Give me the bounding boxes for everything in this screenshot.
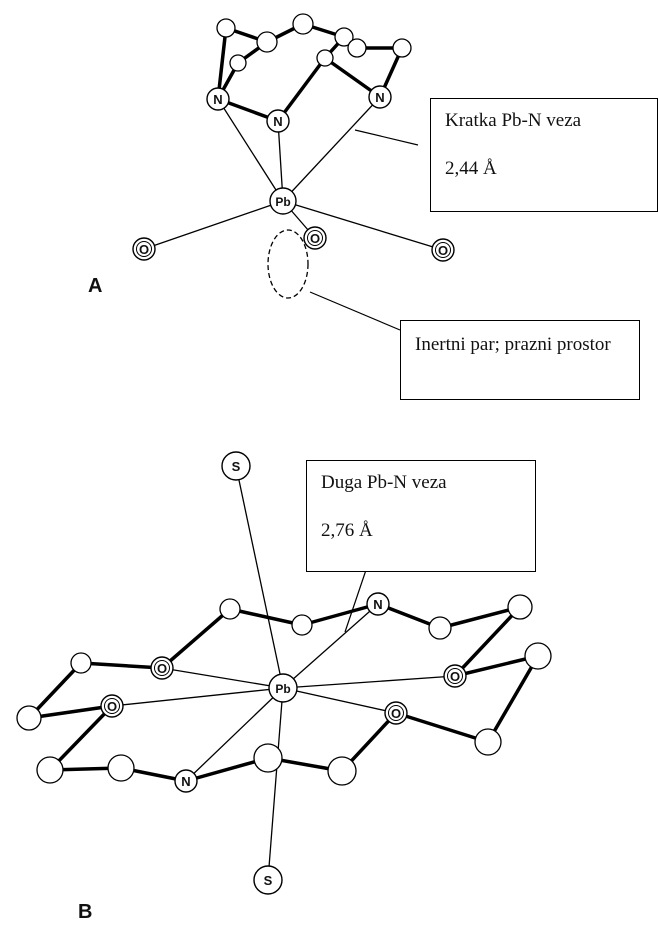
oxygen-atom: O xyxy=(100,694,124,718)
svg-text:N: N xyxy=(375,90,384,105)
svg-text:S: S xyxy=(264,873,273,888)
short-bond-callout: Kratka Pb-N veza 2,44 Å xyxy=(430,98,658,212)
svg-text:S: S xyxy=(232,459,241,474)
inert-pair-callout: Inertni par; prazni prostor xyxy=(400,320,640,400)
svg-text:N: N xyxy=(373,597,382,612)
structure-b: S S N N O O O xyxy=(16,451,552,923)
oxygen-atom: O xyxy=(431,238,455,262)
inert-pair-lobe xyxy=(267,229,309,299)
sulfur-atom: S xyxy=(221,451,251,481)
svg-text:O: O xyxy=(391,706,401,721)
long-bond-callout: Duga Pb-N veza 2,76 Å xyxy=(306,460,536,572)
svg-text:O: O xyxy=(450,669,460,684)
svg-text:Pb: Pb xyxy=(275,195,290,209)
short-bond-leader xyxy=(354,129,419,146)
svg-text:O: O xyxy=(310,231,320,246)
long-bond-length: 2,76 Å xyxy=(321,519,373,541)
nitrogen-atom: N xyxy=(366,592,390,616)
long-bond-title: Duga Pb-N veza xyxy=(321,472,447,493)
oxygen-atom: O xyxy=(443,664,467,688)
inert-pair-leader xyxy=(309,291,401,331)
svg-text:O: O xyxy=(139,242,149,257)
svg-text:N: N xyxy=(273,114,282,129)
sulfur-atom: S xyxy=(253,865,283,895)
svg-text:Pb: Pb xyxy=(275,682,290,696)
svg-text:O: O xyxy=(107,699,117,714)
svg-text:O: O xyxy=(438,243,448,258)
carbon-atoms-a xyxy=(216,13,412,72)
oxygen-atom: O xyxy=(132,237,156,261)
long-bond-leader xyxy=(344,569,367,633)
lead-bonds-a xyxy=(143,96,444,251)
panel-a-label: A xyxy=(88,275,102,297)
nitrogen-atom: N xyxy=(368,85,392,109)
lead-atom: Pb xyxy=(269,187,297,215)
carbon-atoms-b xyxy=(16,594,552,786)
lead-atom: Pb xyxy=(268,673,298,703)
panel-b-label: B xyxy=(78,901,92,923)
nitrogen-atom: N xyxy=(206,87,230,111)
svg-text:O: O xyxy=(157,661,167,676)
oxygen-atom: O xyxy=(384,701,408,725)
short-bond-title: Kratka Pb-N veza xyxy=(445,110,582,131)
structure-a: N N N Pb O O O xyxy=(88,13,455,331)
short-bond-length: 2,44 Å xyxy=(445,157,497,179)
lead-bonds-b xyxy=(111,465,456,881)
oxygen-atom: O xyxy=(303,226,327,250)
nitrogen-atom: N xyxy=(174,769,198,793)
nitrogen-atom: N xyxy=(266,109,290,133)
inert-pair-text: Inertni par; prazni prostor xyxy=(415,334,611,355)
oxygen-atom: O xyxy=(150,656,174,680)
svg-text:N: N xyxy=(181,774,190,789)
svg-text:N: N xyxy=(213,92,222,107)
